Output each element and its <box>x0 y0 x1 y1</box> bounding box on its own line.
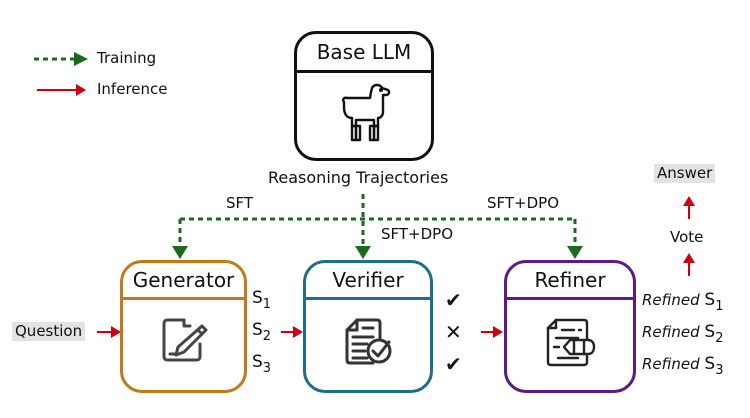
base-llm-caption: Reasoning Trajectories <box>268 168 449 187</box>
inference-edges <box>97 205 690 333</box>
refiner-title: Refiner <box>507 263 633 300</box>
refined-output-2: Refined S2 <box>642 322 724 346</box>
verifier-box: Verifier <box>303 260 433 393</box>
generator-to-verifier-arrowhead <box>293 326 303 338</box>
legend-training-arrowhead <box>74 52 88 66</box>
refiner-training-label: SFT+DPO <box>487 194 560 212</box>
verifier-to-refiner-arrowhead <box>493 326 503 338</box>
refined-output-1: Refined S1 <box>642 290 724 314</box>
generator-training-arrowhead <box>172 246 188 259</box>
base-llm-box: Base LLM <box>294 31 434 161</box>
verifier-training-arrowhead <box>355 246 371 259</box>
document-check-icon <box>345 318 392 365</box>
generator-output-3: S3 <box>252 352 272 376</box>
base-llm-title: Base LLM <box>297 34 431 73</box>
legend-inference-arrowhead <box>76 84 86 96</box>
generator-output-2: S2 <box>252 320 272 344</box>
verifier-training-label: SFT+DPO <box>381 225 454 243</box>
refiner-box: Refiner <box>504 260 636 393</box>
verdict-2-cross-icon: ✕ <box>445 320 462 344</box>
vote-label: Vote <box>670 228 704 246</box>
legend-training-label: Training <box>97 49 157 67</box>
verifier-title: Verifier <box>306 263 430 300</box>
question-arrowhead <box>111 326 121 338</box>
answer-label: Answer <box>654 164 716 183</box>
training-edges <box>178 194 577 246</box>
generator-title: Generator <box>123 263 244 300</box>
refined-output-3: Refined S3 <box>642 354 724 378</box>
edit-document-icon <box>162 318 207 362</box>
llama-icon <box>342 83 391 142</box>
generator-output-1: S1 <box>252 288 272 312</box>
legend-inference-label: Inference <box>97 80 168 98</box>
generator-training-label: SFT <box>226 194 254 212</box>
verdict-3-check-icon: ✔ <box>445 352 462 376</box>
refiner-training-arrowhead <box>567 246 583 259</box>
vote-to-answer-arrowhead <box>683 196 695 206</box>
refined-to-vote-arrowhead <box>683 253 695 263</box>
generator-box: Generator <box>120 260 247 393</box>
document-pencil-icon <box>546 318 596 367</box>
verdict-1-check-icon: ✔ <box>445 288 462 312</box>
question-input-label: Question <box>12 322 86 341</box>
